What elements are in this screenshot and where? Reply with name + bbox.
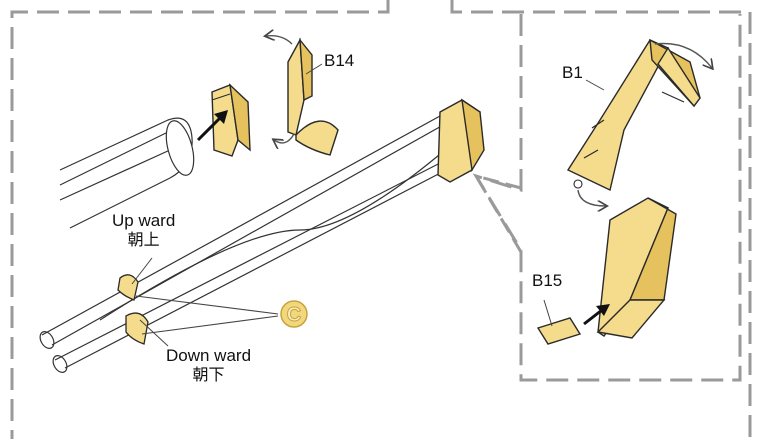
b1-bend-arrows [577, 42, 712, 207]
part-leaders [305, 63, 605, 91]
note-leaders [131, 257, 169, 347]
b15-part [536, 299, 582, 345]
svg-text:C: C [287, 304, 301, 326]
note-downward-zh: 朝下 [192, 365, 225, 384]
note-upward-en: Up ward [112, 211, 176, 230]
c-pointer-lines [135, 295, 279, 335]
upward-clip [117, 274, 139, 301]
curved-double-arrow-icon [266, 36, 295, 143]
note-upward-zh: 朝上 [127, 230, 160, 249]
note-downward: Down ward 朝下 [166, 347, 251, 383]
c-marker: C [280, 300, 308, 328]
b14-part-bracket [287, 37, 339, 156]
downward-clip [125, 312, 149, 345]
callout-lines [474, 174, 523, 253]
holder-part [596, 197, 677, 339]
twin-rods [39, 115, 451, 373]
dashed-frame [10, 0, 752, 439]
note-downward-en: Down ward [166, 346, 252, 365]
black-insertion-arrow-icon [196, 110, 228, 142]
label-b15: B15 [532, 271, 563, 290]
label-b1: B1 [562, 63, 583, 82]
b1-part [566, 38, 701, 192]
note-upward: Up ward 朝上 [112, 212, 175, 248]
label-b14: B14 [324, 51, 355, 70]
grip-bracket [437, 98, 485, 183]
b15-insertion-arrow-icon [583, 304, 610, 326]
oar-pole [59, 117, 195, 229]
